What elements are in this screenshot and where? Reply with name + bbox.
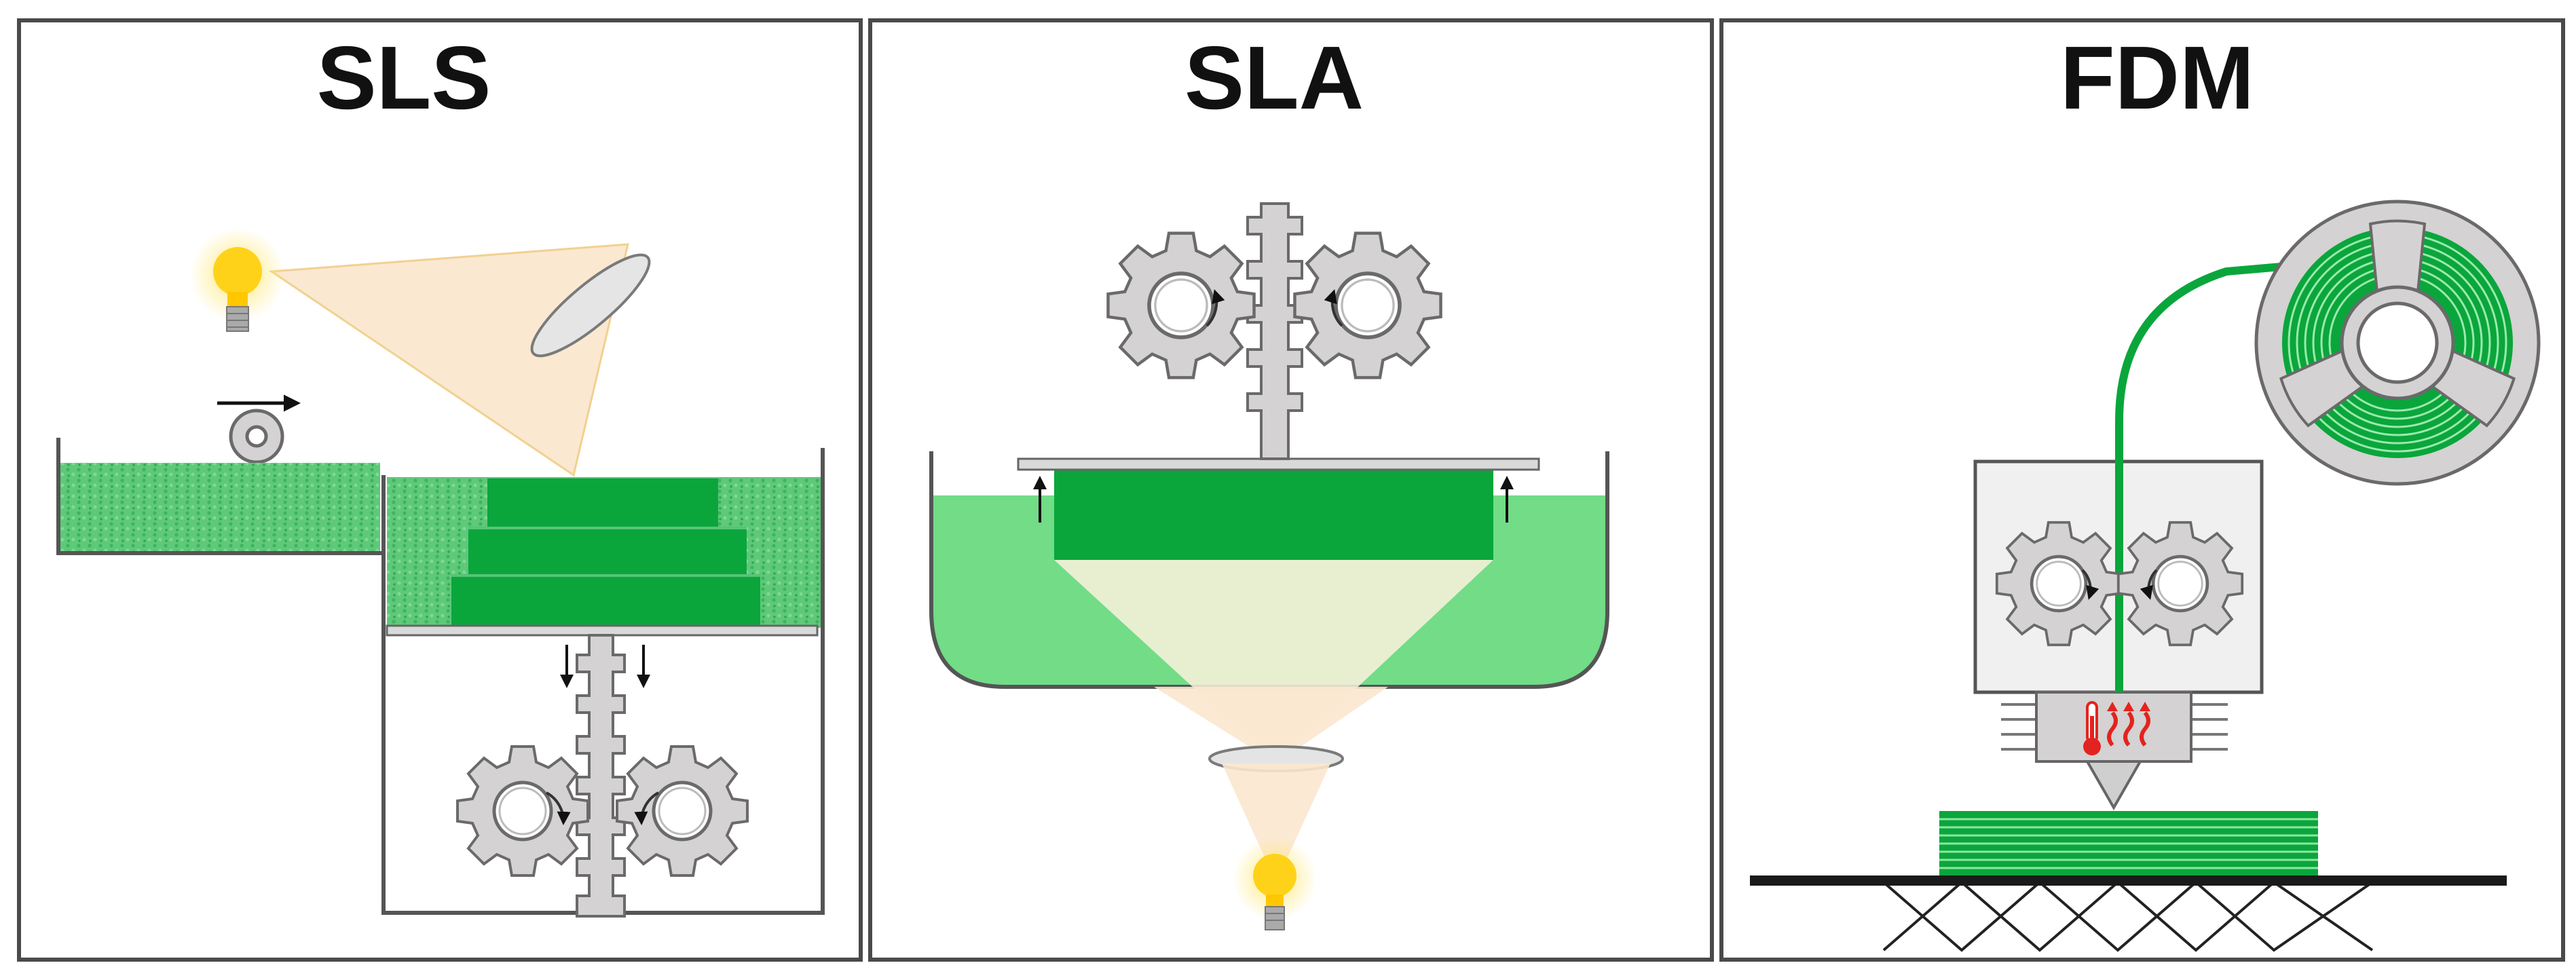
rotation-arrow-icon: [634, 791, 660, 825]
powder-reservoir: [60, 463, 380, 551]
fdm-build-plate: [1750, 875, 2507, 886]
sls-laser-beam: [268, 243, 629, 477]
powder-roller: [229, 409, 284, 464]
sls-panel-title: SLS: [317, 28, 491, 128]
gear-icon: [1294, 233, 1440, 378]
sla-panel: SLA: [868, 18, 1714, 962]
thermometer-icon: [2083, 701, 2101, 755]
rotation-arrow-icon: [1324, 289, 1343, 327]
light-bulb-icon: [1233, 837, 1317, 930]
sls-printed-part-layer-3: [487, 478, 718, 528]
sls-printed-part-layer-1: [451, 576, 760, 628]
fdm-panel: FDM: [1719, 18, 2565, 962]
rotation-arrow-icon: [2081, 569, 2099, 600]
sls-printed-part-layer-2: [468, 528, 747, 576]
fdm-printed-part: [1939, 811, 2318, 875]
sla-light-cone: [1222, 764, 1330, 882]
rotation-arrow-icon: [545, 791, 571, 825]
fdm-heater-block: [2001, 691, 2228, 811]
gear-icon: [458, 747, 588, 875]
light-bulb-icon: [190, 227, 285, 332]
filament-spool-icon: [2254, 200, 2541, 486]
gear-icon: [617, 747, 747, 875]
sls-panel: SLS: [17, 18, 863, 962]
sla-lift-rack: [1246, 202, 1303, 460]
sls-build-platform: [386, 624, 819, 637]
gear-icon: [1997, 523, 2121, 645]
rotation-arrow-icon: [2140, 569, 2158, 600]
gear-icon: [1108, 233, 1254, 378]
sls-piston-rack: [576, 634, 626, 918]
sla-printed-part: [1054, 470, 1493, 560]
rotation-arrow-icon: [1206, 289, 1225, 327]
sla-panel-title: SLA: [1184, 28, 1364, 128]
sla-build-plate: [1017, 457, 1540, 471]
sls-lens: [530, 253, 651, 358]
gear-icon: [2118, 523, 2242, 645]
fdm-filament: [2115, 261, 2305, 692]
heat-waves-icon: [2107, 702, 2150, 747]
fdm-panel-title: FDM: [2060, 28, 2254, 128]
fdm-nozzle: [2085, 760, 2143, 811]
sla-uv-beam: [1054, 560, 1493, 764]
sla-uv-beam-lower: [1154, 687, 1388, 764]
